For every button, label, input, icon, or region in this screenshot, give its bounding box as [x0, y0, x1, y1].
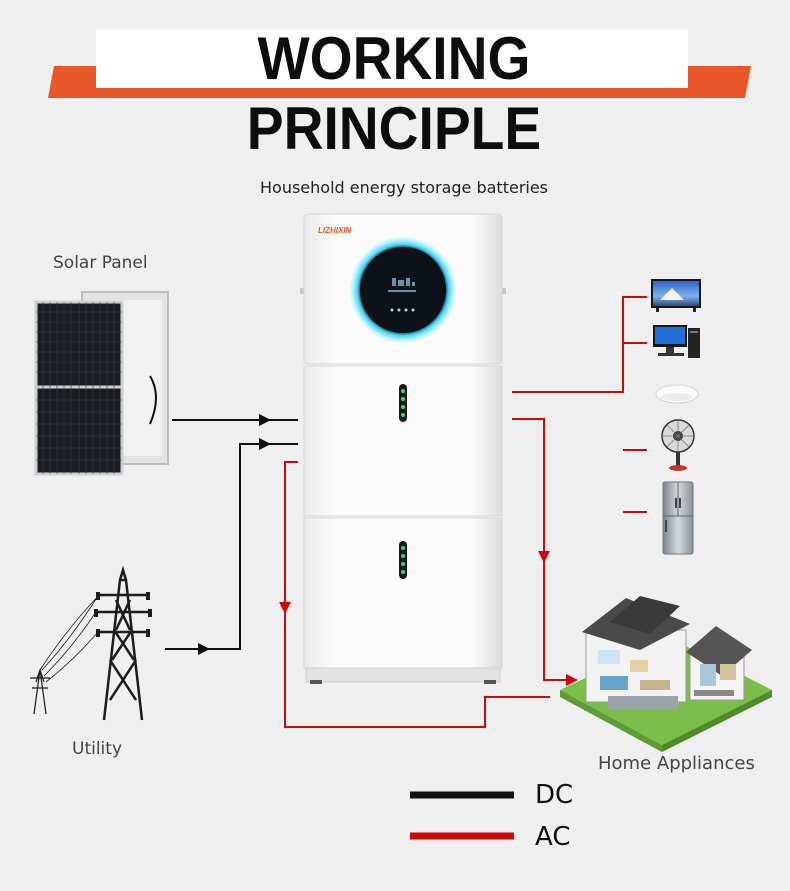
refrigerator-icon	[662, 481, 694, 555]
desktop-computer-icon	[653, 325, 700, 358]
utility-tower-icon	[30, 565, 152, 721]
ceiling-lamp-icon	[655, 384, 699, 404]
title-plate	[96, 30, 688, 88]
energy-storage-cabinet	[300, 213, 506, 684]
tv-icon	[651, 279, 701, 312]
solar-panel-label: Solar Panel	[53, 253, 148, 273]
brand-logo: LIZHIXIN	[318, 226, 352, 235]
ac-arrow	[279, 551, 578, 686]
solar-panel-icon	[34, 291, 169, 476]
house-cutaway-icon	[560, 596, 772, 752]
home-appliances-label: Home Appliances	[598, 753, 755, 774]
device-caption: Household energy storage batteries	[260, 178, 549, 197]
legend-ac-label: AC	[535, 822, 571, 852]
utility-label: Utility	[72, 739, 123, 759]
battery-led-indicator	[399, 541, 407, 579]
dc-arrow	[198, 414, 271, 655]
ac-line	[284, 296, 647, 728]
page-title: WORKING PRINCIPLE	[246, 25, 542, 162]
dc-line	[165, 419, 298, 650]
legend-dc-label: DC	[535, 780, 574, 810]
standing-fan-icon	[661, 419, 695, 471]
battery-led-indicator	[399, 384, 407, 422]
